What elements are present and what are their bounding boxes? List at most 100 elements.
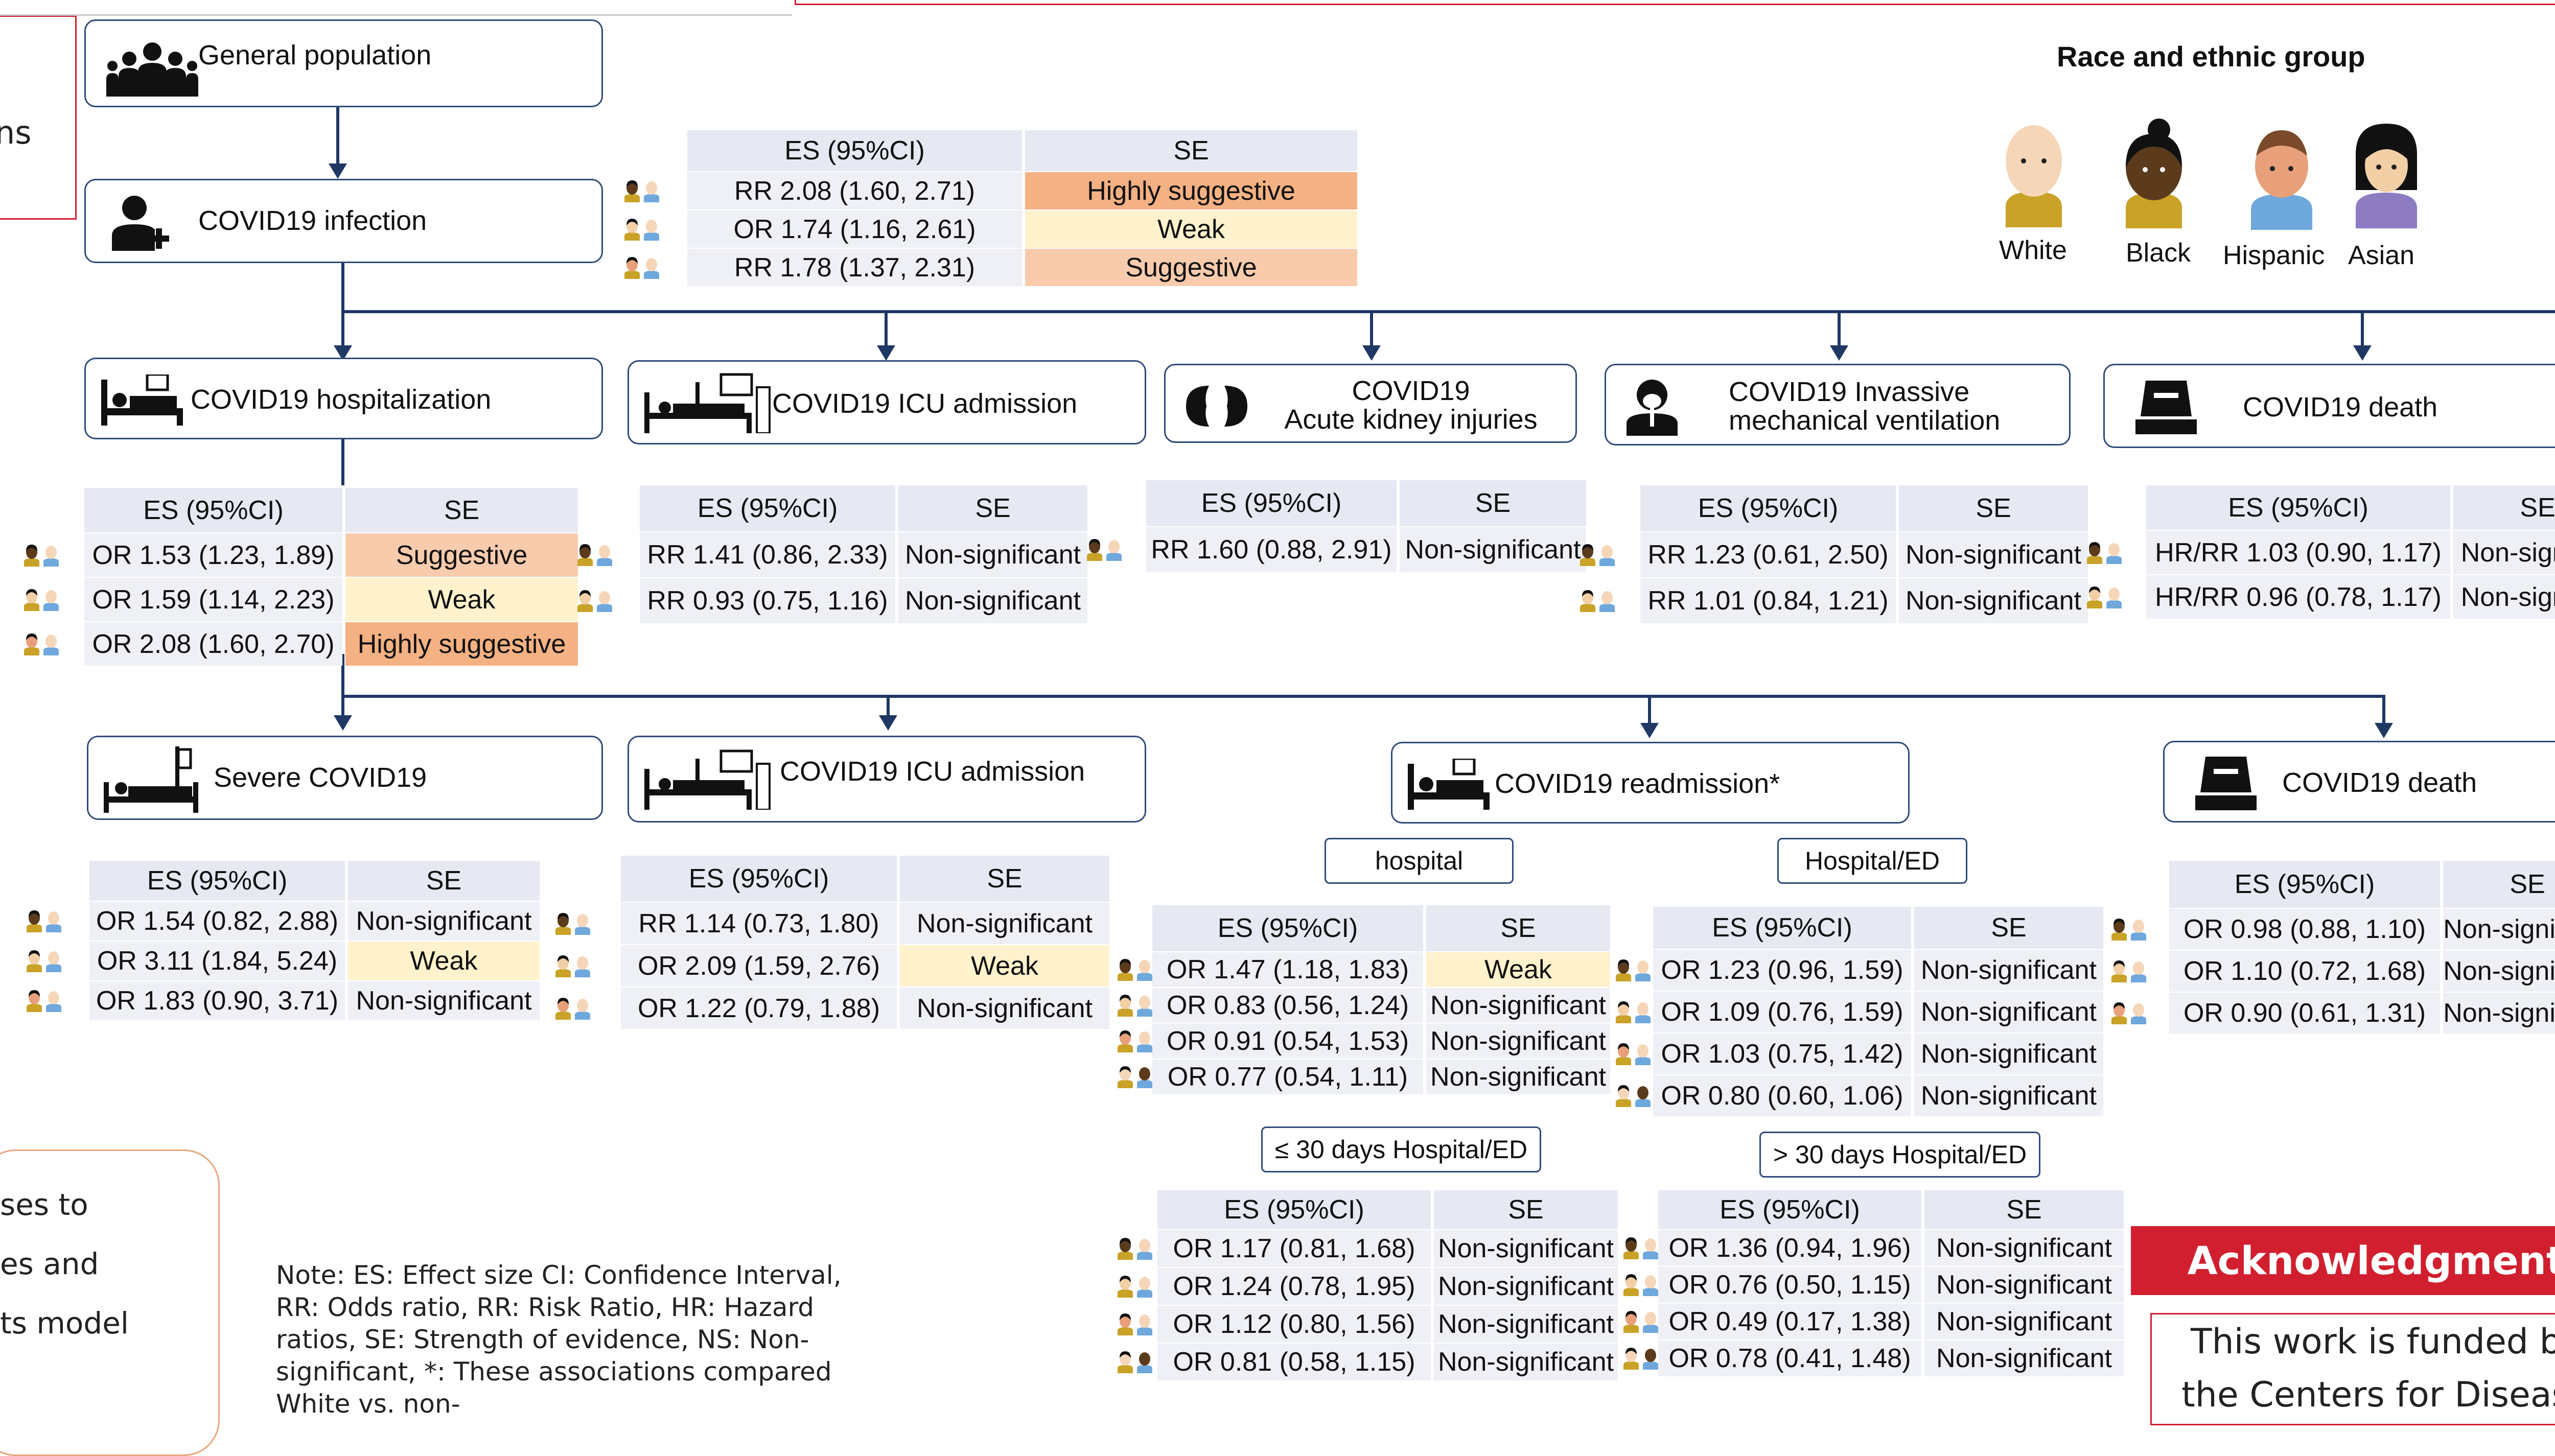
connector: [1370, 310, 1373, 351]
header-es: ES (95%CI): [687, 130, 1022, 171]
race-pair-icon: [2110, 917, 2147, 941]
race-pair-icon: [554, 996, 591, 1020]
race-pair-icon: [623, 255, 660, 279]
node-label-line2: mechanical ventilation: [1729, 405, 2001, 436]
connector: [341, 310, 2555, 313]
effect-size-cell: OR 0.80 (0.60, 1.06): [1653, 1075, 1911, 1116]
arrowhead: [1830, 345, 1848, 361]
table-header-row: ES (95%CI)SE: [89, 861, 541, 901]
race-pair-icon: [1117, 1350, 1153, 1373]
asian-person-icon: [2356, 124, 2417, 228]
race-pair-icon: [554, 954, 591, 977]
connector: [341, 654, 344, 720]
effect-size-cell: RR 2.08 (1.60, 2.71): [687, 172, 1022, 209]
table-row: RR 0.93 (0.75, 1.16)Non-significant: [640, 578, 1088, 623]
race-pair-icon: [1615, 1000, 1652, 1023]
node-label: General population: [198, 40, 432, 71]
label-le30: ≤ 30 days Hospital/ED: [1261, 1126, 1541, 1172]
strength-of-evidence-cell: Non-significant: [1899, 578, 2088, 623]
header-se: SE: [1899, 485, 2088, 531]
arrowhead: [334, 715, 352, 731]
race-pair-icon: [1117, 1312, 1153, 1335]
header-es: ES (95%CI): [2169, 861, 2440, 908]
effect-size-cell: OR 0.91 (0.54, 1.53): [1152, 1024, 1423, 1059]
race-label-asian: Asian: [2348, 241, 2415, 270]
node-general-population: General population: [84, 19, 603, 107]
race-pair-icon: [1615, 1084, 1652, 1107]
table-header-row: ES (95%CI)SE: [84, 488, 579, 532]
effect-size-cell: OR 0.90 (0.61, 1.31): [2169, 993, 2440, 1034]
table-row: OR 1.17 (0.81, 1.68)Non-significant: [1157, 1230, 1619, 1267]
effect-size-cell: OR 1.10 (0.72, 1.68): [2169, 951, 2440, 992]
connector: [1648, 695, 1651, 723]
node-label: COVID19 ICU admission: [772, 388, 1078, 419]
table-row: RR 1.01 (0.84, 1.21)Non-significant: [1640, 578, 2089, 623]
header-se: SE: [345, 488, 578, 532]
table-header-row: ES (95%CI)SE: [1640, 485, 2089, 531]
race-pair-icon: [1615, 958, 1652, 981]
node-severe-covid: Severe COVID19: [87, 736, 603, 820]
race-pair-icon: [23, 588, 60, 611]
race-label-black: Black: [2126, 238, 2191, 268]
race-pair-icon: [1622, 1346, 1659, 1370]
race-pair-icon: [1117, 1029, 1153, 1052]
race-panel-title: Race and ethnic group: [2057, 40, 2365, 73]
strength-of-evidence-cell: Suggestive: [1025, 249, 1357, 286]
coffin-icon: [2135, 381, 2197, 434]
effect-size-cell: OR 1.22 (0.79, 1.88): [621, 988, 897, 1029]
race-pair-icon: [26, 909, 62, 932]
header-es: ES (95%CI): [1146, 480, 1397, 526]
effect-size-cell: OR 1.59 (1.14, 2.23): [84, 578, 342, 621]
race-pair-icon: [23, 632, 60, 655]
header-es: ES (95%CI): [1658, 1190, 1921, 1229]
effect-size-cell: OR 0.77 (0.54, 1.11): [1152, 1060, 1423, 1094]
table-row: RR 1.60 (0.88, 2.91)Non-significant: [1146, 527, 1587, 572]
table-row: RR 1.41 (0.86, 2.33)Non-significant: [640, 532, 1088, 577]
header-es: ES (95%CI): [621, 856, 897, 902]
arrowhead: [879, 715, 897, 731]
race-pair-icon: [623, 217, 660, 241]
table-row: RR 1.78 (1.37, 2.31)Suggestive: [687, 249, 1358, 286]
icu-room-icon: [644, 749, 771, 810]
race-label-hispanic: Hispanic: [2223, 241, 2325, 270]
table-row: OR 0.83 (0.56, 1.24)Non-significant: [1152, 988, 1611, 1023]
strength-of-evidence-cell: Non-significant: [898, 578, 1087, 623]
strength-of-evidence-cell: Weak: [1025, 210, 1357, 248]
effect-size-cell: OR 0.76 (0.50, 1.15): [1658, 1267, 1921, 1303]
table-row: OR 0.98 (0.88, 1.10)Non-significan: [2169, 909, 2555, 950]
header-se: SE: [2443, 861, 2555, 908]
race-pair-icon: [576, 543, 613, 566]
table-header-row: ES (95%CI)SE: [687, 130, 1358, 171]
table-row: OR 1.10 (0.72, 1.68)Non-significan: [2169, 951, 2555, 992]
strength-of-evidence-cell: Non-significant: [1426, 1060, 1610, 1094]
table-row: RR 1.14 (0.73, 1.80)Non-significant: [621, 903, 1110, 944]
top-divider: [0, 14, 792, 16]
table-header-row: ES (95%CI)SE: [2169, 861, 2555, 908]
kidneys-icon: [1186, 386, 1247, 427]
strength-of-evidence-cell: Non-significant: [1434, 1268, 1618, 1305]
race-pair-icon: [23, 543, 60, 567]
table-row: OR 1.36 (0.94, 1.96)Non-significant: [1658, 1230, 2125, 1266]
top-left-panel: ns: [0, 15, 77, 220]
node-covid-death-2: COVID19 death: [2163, 741, 2555, 823]
header-se: SE: [2453, 485, 2555, 530]
person-plus-icon: [112, 196, 169, 251]
node-covid-hospitalization: COVID19 hospitalization: [84, 358, 603, 439]
effect-size-cell: OR 1.23 (0.96, 1.59): [1653, 950, 1911, 991]
node-label: COVID19 Invassive mechanical ventilation: [1729, 378, 2000, 435]
people-group-icon: [106, 42, 198, 97]
race-pair-icon: [1117, 1065, 1153, 1088]
effect-size-cell: RR 0.93 (0.75, 1.16): [640, 578, 895, 623]
effect-size-cell: OR 0.78 (0.41, 1.48): [1658, 1341, 1921, 1376]
effect-size-cell: OR 1.17 (0.81, 1.68): [1157, 1230, 1431, 1267]
strength-of-evidence-cell: Non-significant: [898, 532, 1087, 577]
header-se: SE: [348, 861, 540, 901]
arrowhead: [2353, 345, 2372, 361]
label-hospital-ed: Hospital/ED: [1777, 838, 1967, 884]
strength-of-evidence-cell: Non-significa: [2453, 531, 2555, 574]
